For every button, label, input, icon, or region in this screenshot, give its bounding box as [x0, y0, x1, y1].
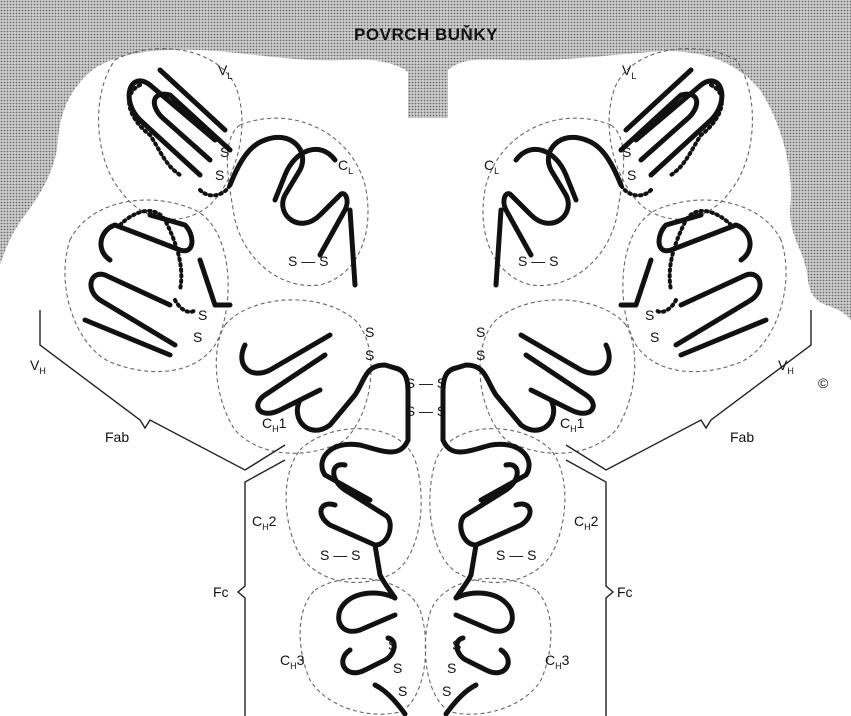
left-fab-bracket — [40, 310, 285, 470]
hinge-ss-bond-upper: S — S — [406, 375, 446, 391]
left-ch3-label: CH3 — [280, 652, 305, 671]
cell-surface-label: POVRCH BUŇKY — [354, 25, 498, 44]
right-ch3-label: CH3 — [545, 652, 570, 671]
left-vl-chain — [129, 70, 230, 175]
right-fab-label: Fab — [730, 429, 754, 445]
right-vh-chain — [621, 215, 766, 355]
right-vh-ss-top: S — [645, 307, 654, 323]
left-vh-label: VH — [30, 357, 46, 376]
left-ch2-chain — [321, 440, 408, 598]
right-vl-label: VL — [622, 62, 636, 81]
right-vl-chain — [621, 70, 722, 175]
left-fc-label: Fc — [213, 584, 229, 600]
right-vl-ss-top: S — [622, 144, 631, 160]
left-vh-chain — [85, 215, 230, 355]
right-ch2-chain — [443, 440, 530, 598]
left-ch2-label: CH2 — [252, 513, 277, 532]
right-vh-ss-bottom: S — [650, 329, 659, 345]
left-cl-label: CL — [338, 157, 353, 176]
right-vl-ss-bottom: S — [627, 167, 636, 183]
left-ch3-ss-top: S — [388, 637, 397, 653]
left-ch1-ss-top: S — [365, 324, 374, 340]
left-fc-bracket — [238, 460, 285, 716]
left-ch2-ss: S — S — [320, 547, 360, 563]
left-ch1-ss-bottom: S — [365, 347, 374, 363]
left-vh-ss-top: S — [198, 307, 207, 323]
right-fc-label: Fc — [617, 584, 633, 600]
right-fc-bracket — [566, 460, 613, 716]
right-ch1-ss-bottom: S — [476, 347, 485, 363]
copyright-mark: © — [818, 375, 829, 391]
right-fab-arm — [456, 49, 811, 470]
right-cl-chain — [496, 137, 621, 285]
left-fc-domains: S — S S S S — [286, 429, 426, 715]
left-ch1-label: CH1 — [262, 415, 287, 434]
right-ch2-label: CH2 — [574, 513, 599, 532]
cell-surface — [0, 0, 851, 320]
left-vl-ss-top: S — [220, 144, 229, 160]
right-ch3-ss-bottom: S — [442, 683, 451, 699]
left-fab-arm — [40, 49, 395, 470]
left-ch3-chain — [339, 593, 405, 714]
left-ch3-ss-mid: S — [393, 660, 402, 676]
right-ch2-ss: S — S — [496, 547, 536, 563]
hinge-region: S — S S — S — [395, 368, 456, 440]
right-cl-ss: S — S — [518, 253, 558, 269]
right-ch3-chain — [446, 593, 512, 714]
right-ch1-label: CH1 — [560, 415, 585, 434]
left-ch3-ss-bottom: S — [398, 683, 407, 699]
right-ch3-ss-top: S — [452, 637, 461, 653]
hinge-ss-bond-lower: S — S — [406, 403, 446, 419]
left-cl-ss: S — S — [288, 253, 328, 269]
right-fab-bracket — [566, 310, 811, 470]
left-vl-label: VL — [218, 62, 232, 81]
right-ch1-ss-top: S — [476, 324, 485, 340]
left-vh-ss-bottom: S — [193, 329, 202, 345]
left-fab-label: Fab — [105, 429, 129, 445]
left-vl-ss-bottom: S — [215, 167, 224, 183]
right-ch3-ss-mid: S — [447, 660, 456, 676]
